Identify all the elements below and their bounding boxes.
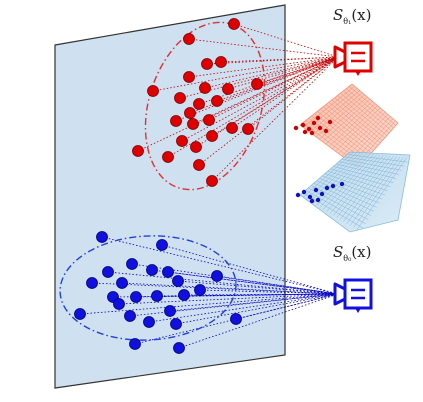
red-point — [174, 92, 186, 104]
blue-point — [146, 264, 158, 276]
blue-point — [162, 266, 174, 278]
red-point — [211, 95, 223, 107]
camera-icon-top — [333, 41, 373, 76]
label-s-theta1: Sθ₁(x) — [333, 6, 372, 26]
red-point — [206, 130, 218, 142]
blue-point — [173, 342, 185, 354]
red-point — [190, 141, 202, 153]
red-point — [203, 114, 215, 126]
red-point — [162, 151, 174, 163]
red-point — [132, 145, 144, 157]
red-point — [147, 85, 159, 97]
red-point — [193, 98, 205, 110]
blue-point — [170, 318, 182, 330]
red-mesh-points — [293, 115, 333, 136]
red-point — [206, 175, 218, 187]
blue-point — [130, 291, 142, 303]
blue-point — [156, 239, 168, 251]
blue-point — [86, 277, 98, 289]
blue-point — [178, 289, 190, 301]
red-points — [132, 18, 263, 187]
image-plane — [54, 4, 286, 389]
blue-point — [129, 338, 141, 350]
red-point — [187, 118, 199, 130]
red-point — [226, 122, 238, 134]
blue-mesh-surface — [299, 151, 411, 233]
red-point — [222, 83, 234, 95]
blue-point — [211, 270, 223, 282]
red-point — [193, 159, 205, 171]
label-s-theta0: Sθ₀(x) — [333, 243, 372, 263]
red-point — [170, 115, 182, 127]
blue-point — [113, 298, 125, 310]
blue-cluster-ellipse — [59, 235, 237, 341]
red-point — [183, 71, 195, 83]
red-point — [201, 58, 213, 70]
blue-point — [124, 310, 136, 322]
blue-mesh-points — [295, 181, 345, 204]
blue-point — [116, 277, 128, 289]
blue-point — [151, 290, 163, 302]
red-point — [215, 56, 227, 68]
red-point — [251, 78, 263, 90]
red-point — [228, 18, 240, 30]
blue-point — [74, 308, 86, 320]
blue-points — [74, 231, 242, 354]
red-point — [242, 123, 254, 135]
red-mesh-surface — [299, 83, 399, 169]
blue-point — [102, 266, 114, 278]
red-point — [176, 135, 188, 147]
red-point — [183, 33, 195, 45]
red-point — [199, 82, 211, 94]
blue-point — [172, 275, 184, 287]
blue-point — [96, 231, 108, 243]
red-point — [184, 107, 196, 119]
blue-point — [143, 316, 155, 328]
blue-point — [230, 313, 242, 325]
camera-icon-bottom — [333, 278, 373, 313]
blue-point — [126, 258, 138, 270]
blue-point — [164, 305, 176, 317]
red-projection-rays — [137, 23, 339, 182]
blue-point — [194, 284, 206, 296]
blue-projection-rays — [79, 236, 339, 349]
